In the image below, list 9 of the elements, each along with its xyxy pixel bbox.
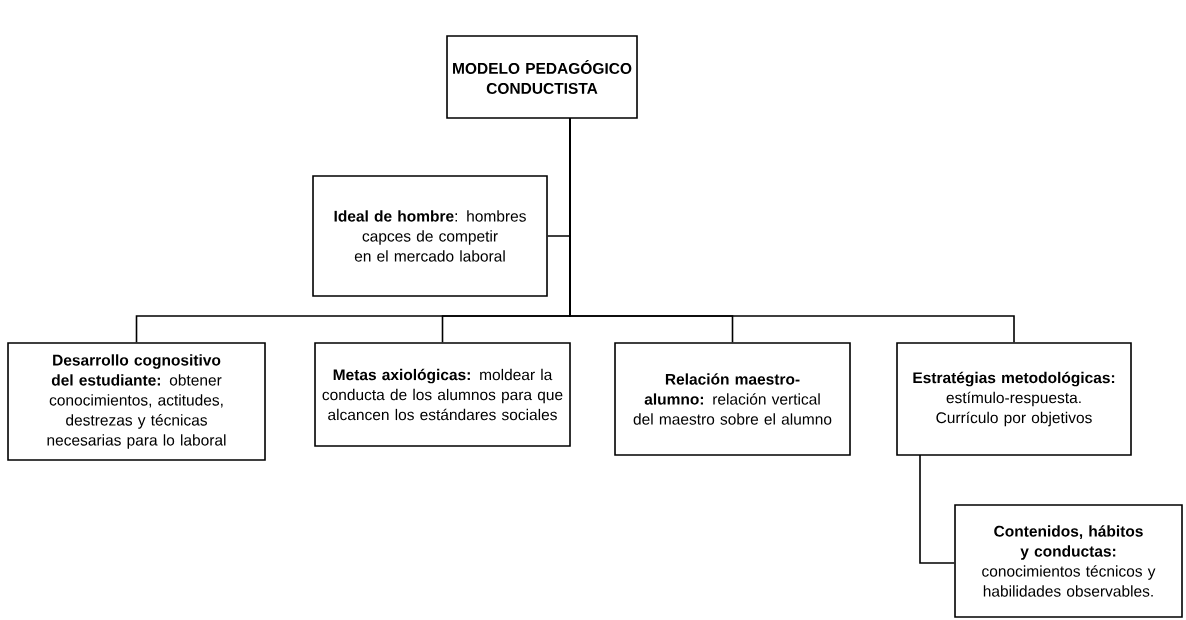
concept-box: Desarrollo cognositivo del estudiante: obtener conocimientos, actitudes, destrezas y técnicas necesarias para lo laboral xyxy=(7,342,266,461)
connector-line xyxy=(919,454,955,564)
concept-box: Contenidos, hábitos y conductas: conocimientos técnicos y habilidades observables. xyxy=(954,504,1183,618)
concept-box: Estratégias metodológicas: estímulo-respuesta. Currículo por objetivos xyxy=(896,342,1132,456)
concept-box: MODELO PEDAGÓGICO CONDUCTISTA xyxy=(446,35,638,119)
connector-line xyxy=(569,117,1015,343)
concept-box: Relación maestro-alumno: relación vertical del maestro sobre el alumno xyxy=(614,342,851,456)
concept-box: Metas axiológicas: moldear la conducta de los alumnos para que alcancen los estándares sociales xyxy=(314,342,571,447)
concept-box: Ideal de hombre: hombres capces de competir en el mercado laboral xyxy=(312,175,548,297)
